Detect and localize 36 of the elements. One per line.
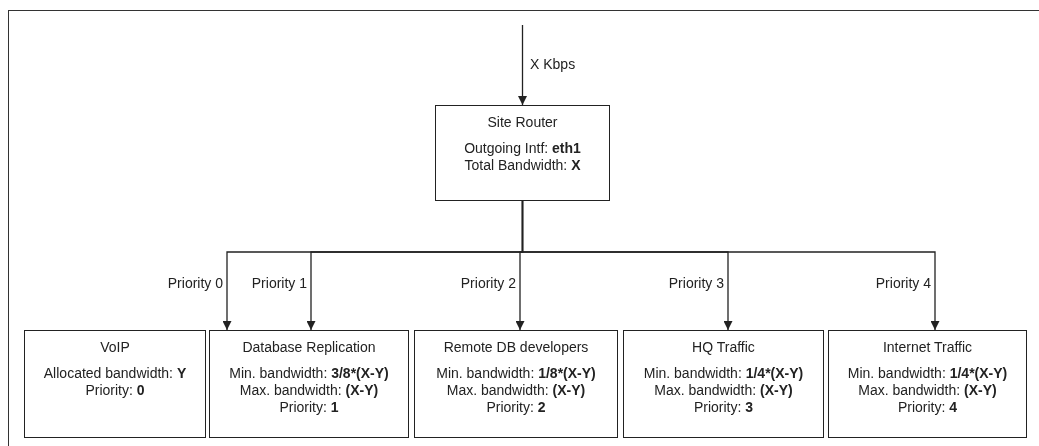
box-title: HQ Traffic: [692, 339, 755, 356]
box-text: Priority: 4: [897, 399, 958, 416]
edge-label: X Kbps: [530, 56, 576, 73]
box-text: Total Bandwidth: X: [464, 157, 581, 174]
box-text: Outgoing Intf: eth1: [464, 140, 581, 157]
box-text: Max. bandwidth: (X-Y): [858, 382, 997, 399]
process-box: [623, 330, 824, 438]
box-text: Priority: 3: [693, 399, 754, 416]
box-text: Max. bandwidth: (X-Y): [654, 382, 793, 399]
edge-label: Priority 1: [251, 275, 307, 292]
box-title: Internet Traffic: [882, 339, 973, 356]
process-box: [828, 330, 1027, 438]
box-text: Min. bandwidth: 3/8*(X-Y): [229, 365, 389, 382]
edge-label: Priority 3: [668, 275, 724, 292]
box-title: VoIP: [100, 339, 130, 356]
edge-label: Priority 2: [460, 275, 516, 292]
box-text: Priority: 1: [279, 399, 339, 416]
box-text: Priority: 0: [85, 382, 145, 399]
box-title: Site Router: [487, 114, 558, 131]
process-box: [414, 330, 618, 438]
box-text: Max. bandwidth: (X-Y): [446, 382, 586, 399]
box-text: Min. bandwidth: 1/8*(X-Y): [436, 365, 596, 382]
box-text: Max. bandwidth: (X-Y): [239, 382, 379, 399]
edge-label: Priority 0: [167, 275, 223, 292]
box-text: Allocated bandwidth: Y: [43, 365, 187, 382]
box-text: Min. bandwidth: 1/4*(X-Y): [847, 365, 1008, 382]
process-box: [24, 330, 206, 438]
box-title: Remote DB developers: [443, 339, 589, 356]
process-box: [435, 105, 610, 201]
arrow: [521, 200, 940, 331]
edge-label: Priority 4: [875, 275, 931, 292]
box-title: Database Replication: [242, 339, 376, 356]
box-text: Priority: 2: [486, 399, 546, 416]
box-text: Min. bandwidth: 1/4*(X-Y): [643, 365, 804, 382]
process-box: [209, 330, 409, 438]
arrow: [518, 24, 527, 106]
